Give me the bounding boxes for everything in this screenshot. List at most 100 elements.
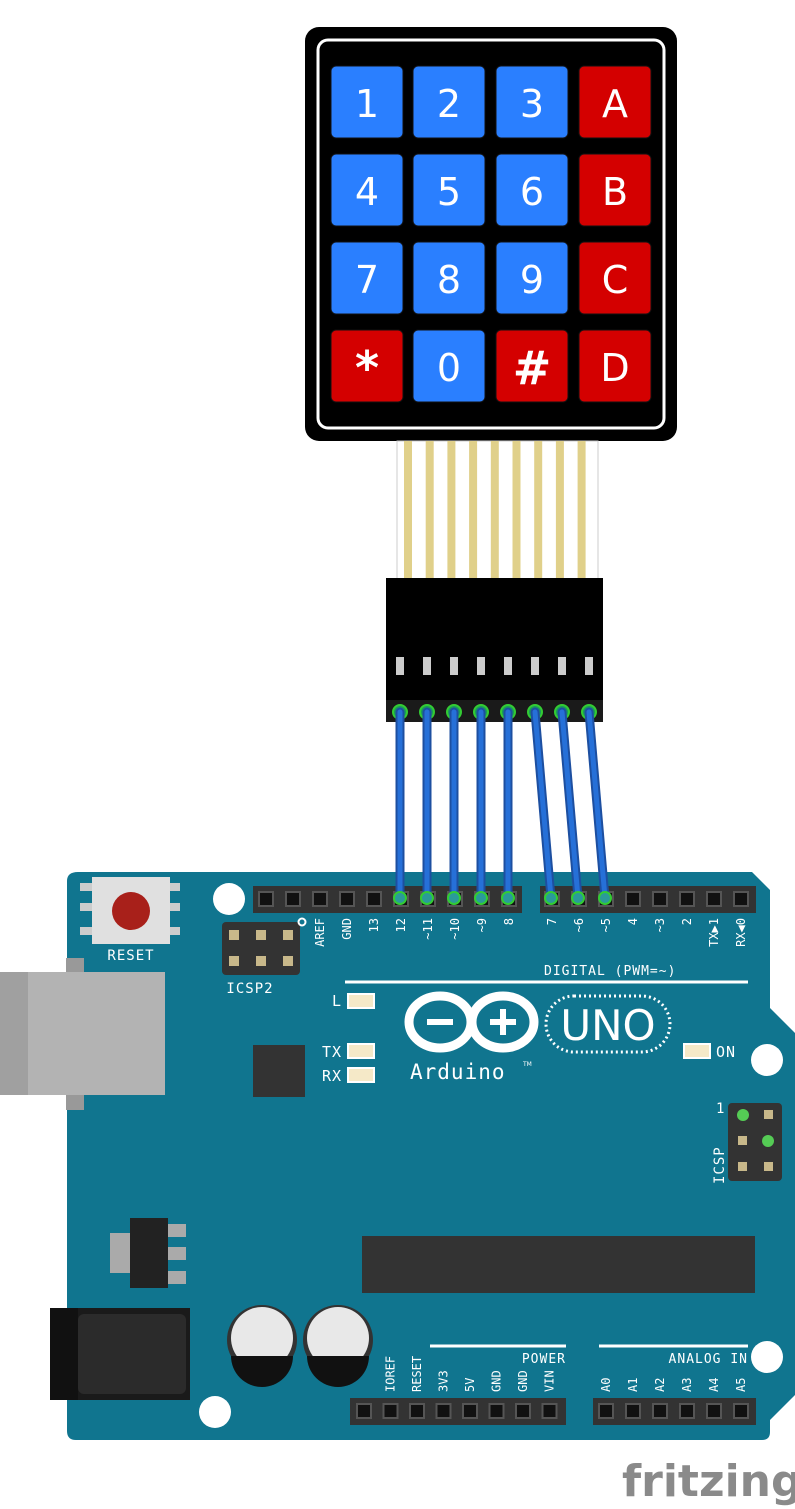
pin-label: 3V3 [437,1370,451,1392]
pin-label: 8 [502,918,516,925]
pin-label: A3 [680,1378,694,1392]
pin-label: 7 [545,918,559,925]
key-7[interactable]: 7 [330,241,404,315]
wire-to-pin-9[interactable] [474,707,488,905]
wire-to-pin-5[interactable] [584,707,612,905]
connector-pin [450,657,458,675]
key-9[interactable]: 9 [495,241,569,315]
header-pin[interactable] [652,891,668,907]
icsp-header [728,1103,782,1181]
svg-text:ON: ON [716,1043,736,1061]
wire-to-pin-8[interactable] [501,707,515,905]
header-pin[interactable] [706,1403,722,1419]
header-pin[interactable] [679,1403,695,1419]
wires [393,707,612,905]
connector-pin [504,657,512,675]
header-pin[interactable] [733,891,749,907]
key-5[interactable]: 5 [412,153,486,227]
led-l: L [332,992,375,1010]
key-label: 6 [520,170,544,214]
pin-label: RESET [410,1356,424,1392]
key-1[interactable]: 1 [330,65,404,139]
key-label: * [355,341,379,395]
model-name: UNO [560,1001,655,1050]
pin-label: RX◀0 [734,918,748,947]
key-label: 0 [437,346,461,390]
key-label: 4 [355,170,379,214]
keypad-connector [386,578,603,722]
wire-to-pin-10[interactable] [447,707,461,905]
key-label: 1 [355,82,379,126]
pin-label: ~10 [448,918,462,940]
key-*[interactable]: * [330,329,404,403]
capacitor [303,1305,373,1387]
pin-label: A5 [734,1378,748,1392]
wire-to-pin-6[interactable] [557,707,585,905]
key-C[interactable]: C [578,241,652,315]
key-A[interactable]: A [578,65,652,139]
key-label: 2 [437,82,461,126]
header-pin[interactable] [409,1403,425,1419]
header-pin[interactable] [625,1403,641,1419]
connector-pin [558,657,566,675]
pin-label: A1 [626,1378,640,1392]
connector-pin [477,657,485,675]
header-pin[interactable] [652,1403,668,1419]
header-pin[interactable] [625,891,641,907]
key-4[interactable]: 4 [330,153,404,227]
header-pin[interactable] [541,1403,558,1419]
header-pin[interactable] [339,891,355,907]
header-pin[interactable] [356,1403,372,1419]
header-pin[interactable] [598,1403,614,1419]
key-D[interactable]: D [578,329,652,403]
wire-to-pin-12[interactable] [393,707,407,905]
icsp2-header [222,917,307,975]
pin-label: 2 [680,918,694,925]
ribbon-trace [425,441,434,580]
key-3[interactable]: 3 [495,65,569,139]
mounting-hole [751,1341,783,1373]
power-header [350,1398,566,1425]
key-6[interactable]: 6 [495,153,569,227]
header-pin[interactable] [435,1403,452,1419]
key-label: # [513,341,552,395]
key-label: D [600,346,629,390]
key-label: B [602,170,628,214]
header-pin[interactable] [312,891,328,907]
pin-label: GND [340,918,354,940]
header-pin[interactable] [679,891,695,907]
arduino-logo [404,991,539,1053]
pin-label: 13 [367,918,381,932]
header-pin[interactable] [462,1403,478,1419]
header-pin[interactable] [382,1403,399,1419]
pin-label: ~11 [421,918,435,940]
header-pin[interactable] [366,891,382,907]
header-pin[interactable] [706,891,722,907]
ribbon-trace [577,441,586,580]
svg-text:RX: RX [322,1067,342,1085]
connector-pin [423,657,431,675]
header-pin[interactable] [258,891,274,907]
reset-label: RESET [107,948,154,964]
key-B[interactable]: B [578,153,652,227]
wire-to-pin-7[interactable] [530,707,558,905]
usb-port [0,958,165,1110]
key-2[interactable]: 2 [412,65,486,139]
power-jack [50,1308,190,1400]
connector-pin [585,657,593,675]
capacitor [227,1305,297,1387]
board-outline [67,872,795,1440]
header-pin[interactable] [488,1403,505,1419]
ribbon-trace [469,441,478,580]
reset-button[interactable] [80,877,180,944]
pin-label: A2 [653,1378,667,1392]
wire-to-pin-11[interactable] [420,707,434,905]
header-pin[interactable] [285,891,301,907]
header-pin[interactable] [515,1403,531,1419]
key-#[interactable]: # [495,329,569,403]
key-0[interactable]: 0 [412,329,486,403]
pin-label: IOREF [384,1356,398,1392]
header-pin[interactable] [733,1403,749,1419]
key-8[interactable]: 8 [412,241,486,315]
